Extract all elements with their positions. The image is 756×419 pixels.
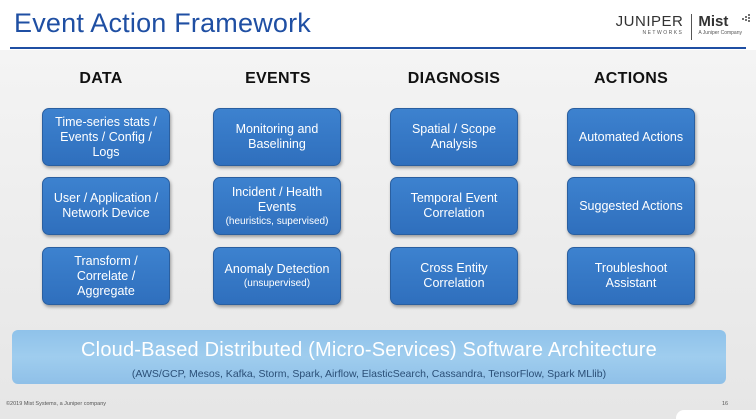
box-troubleshoot-assistant: Troubleshoot Assistant [567,247,695,305]
column-header-diagnosis: DIAGNOSIS [407,70,501,87]
mist-logo: Mist A Juniper Company [698,13,750,36]
box-incident-health-events: Incident / Health Events (heuristics, su… [213,177,341,235]
box-temporal-event: Temporal Event Correlation [390,177,518,235]
title-underline [10,47,746,49]
architecture-subtitle: (AWS/GCP, Mesos, Kafka, Storm, Spark, Ai… [131,368,607,380]
box-automated-actions: Automated Actions [567,108,695,166]
column-header-events: EVENTS [245,70,311,87]
box-label: User / Application / Network Device [53,191,159,220]
column-header-actions: ACTIONS [593,70,669,87]
box-label: Transform / Correlate / Aggregate [74,253,138,298]
architecture-title: Cloud-Based Distributed (Micro-Services)… [81,339,657,361]
box-spatial-scope: Spatial / Scope Analysis [390,108,518,166]
box-label: Monitoring and Baselining [235,122,319,151]
player-corner-tab [676,410,756,419]
box-cross-entity: Cross Entity Correlation [390,247,518,305]
architecture-banner: Cloud-Based Distributed (Micro-Services)… [12,330,726,384]
brand-logos: JUNIPER NETWORKS Mist A Juniper Company [615,13,750,42]
box-anomaly-detection: Anomaly Detection (unsupervised) [213,247,341,305]
logo-divider [691,14,693,40]
box-sublabel: (unsupervised) [243,278,311,289]
juniper-sub: NETWORKS [642,30,684,36]
column-header-data: DATA [79,70,123,87]
box-monitoring-baselining: Monitoring and Baselining [213,108,341,166]
box-label: Temporal Event Correlation [410,191,498,220]
box-label: Cross Entity Correlation [420,261,488,290]
juniper-wordmark: JUNIPER [615,13,684,30]
mist-dots-icon [740,14,750,24]
box-label: Spatial / Scope Analysis [411,122,497,151]
box-suggested-actions: Suggested Actions [567,177,695,235]
box-transform-correlate: Transform / Correlate / Aggregate [42,247,170,305]
box-label: Anomaly Detection [224,262,330,276]
box-label: Incident / Health Events [231,184,323,214]
mist-sub: A Juniper Company [698,30,742,36]
box-sublabel: (heuristics, supervised) [225,215,329,227]
box-time-series-stats: Time-series stats / Events / Config / Lo… [42,108,170,166]
box-user-application: User / Application / Network Device [42,177,170,235]
box-label: Suggested Actions [579,198,683,213]
copyright-footer: ©2019 Mist Systems, a Juniper company [6,401,107,407]
box-label: Automated Actions [578,129,684,144]
box-label: Time-series stats / Events / Config / Lo… [55,114,157,159]
page-number: 16 [722,401,729,407]
box-label: Troubleshoot Assistant [594,261,668,290]
slide-title: Event Action Framework [14,8,312,38]
mist-wordmark: Mist [698,13,729,30]
juniper-logo: JUNIPER NETWORKS [615,13,684,37]
